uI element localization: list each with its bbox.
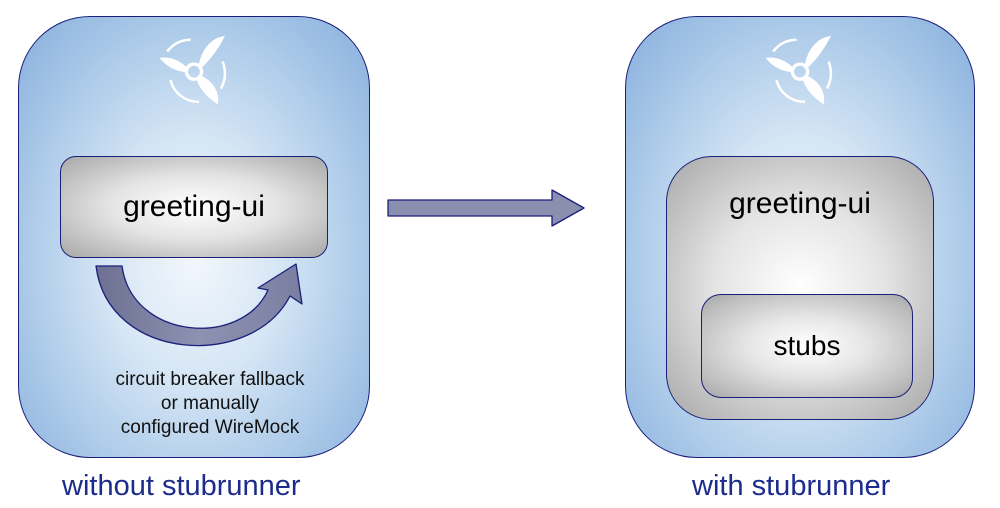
pinwheel-icon (765, 35, 833, 105)
stubs-box: stubs (701, 294, 913, 398)
annotation-line: configured WireMock (120, 417, 300, 438)
right-arrow-icon (387, 189, 585, 227)
greeting-ui-label: greeting-ui (123, 190, 265, 223)
greeting-ui-box: greeting-ui (60, 156, 328, 258)
annotation-line: circuit breaker fallback (115, 369, 305, 390)
caption-without-stubrunner: without stubrunner (62, 470, 301, 502)
fallback-annotation: circuit breaker fallback or manually con… (90, 368, 330, 440)
stubs-label: stubs (773, 330, 841, 361)
greeting-ui-label: greeting-ui (729, 187, 871, 220)
pinwheel-icon (159, 35, 227, 105)
caption-with-stubrunner: with stubrunner (692, 470, 891, 502)
annotation-line: or manually (160, 393, 260, 414)
